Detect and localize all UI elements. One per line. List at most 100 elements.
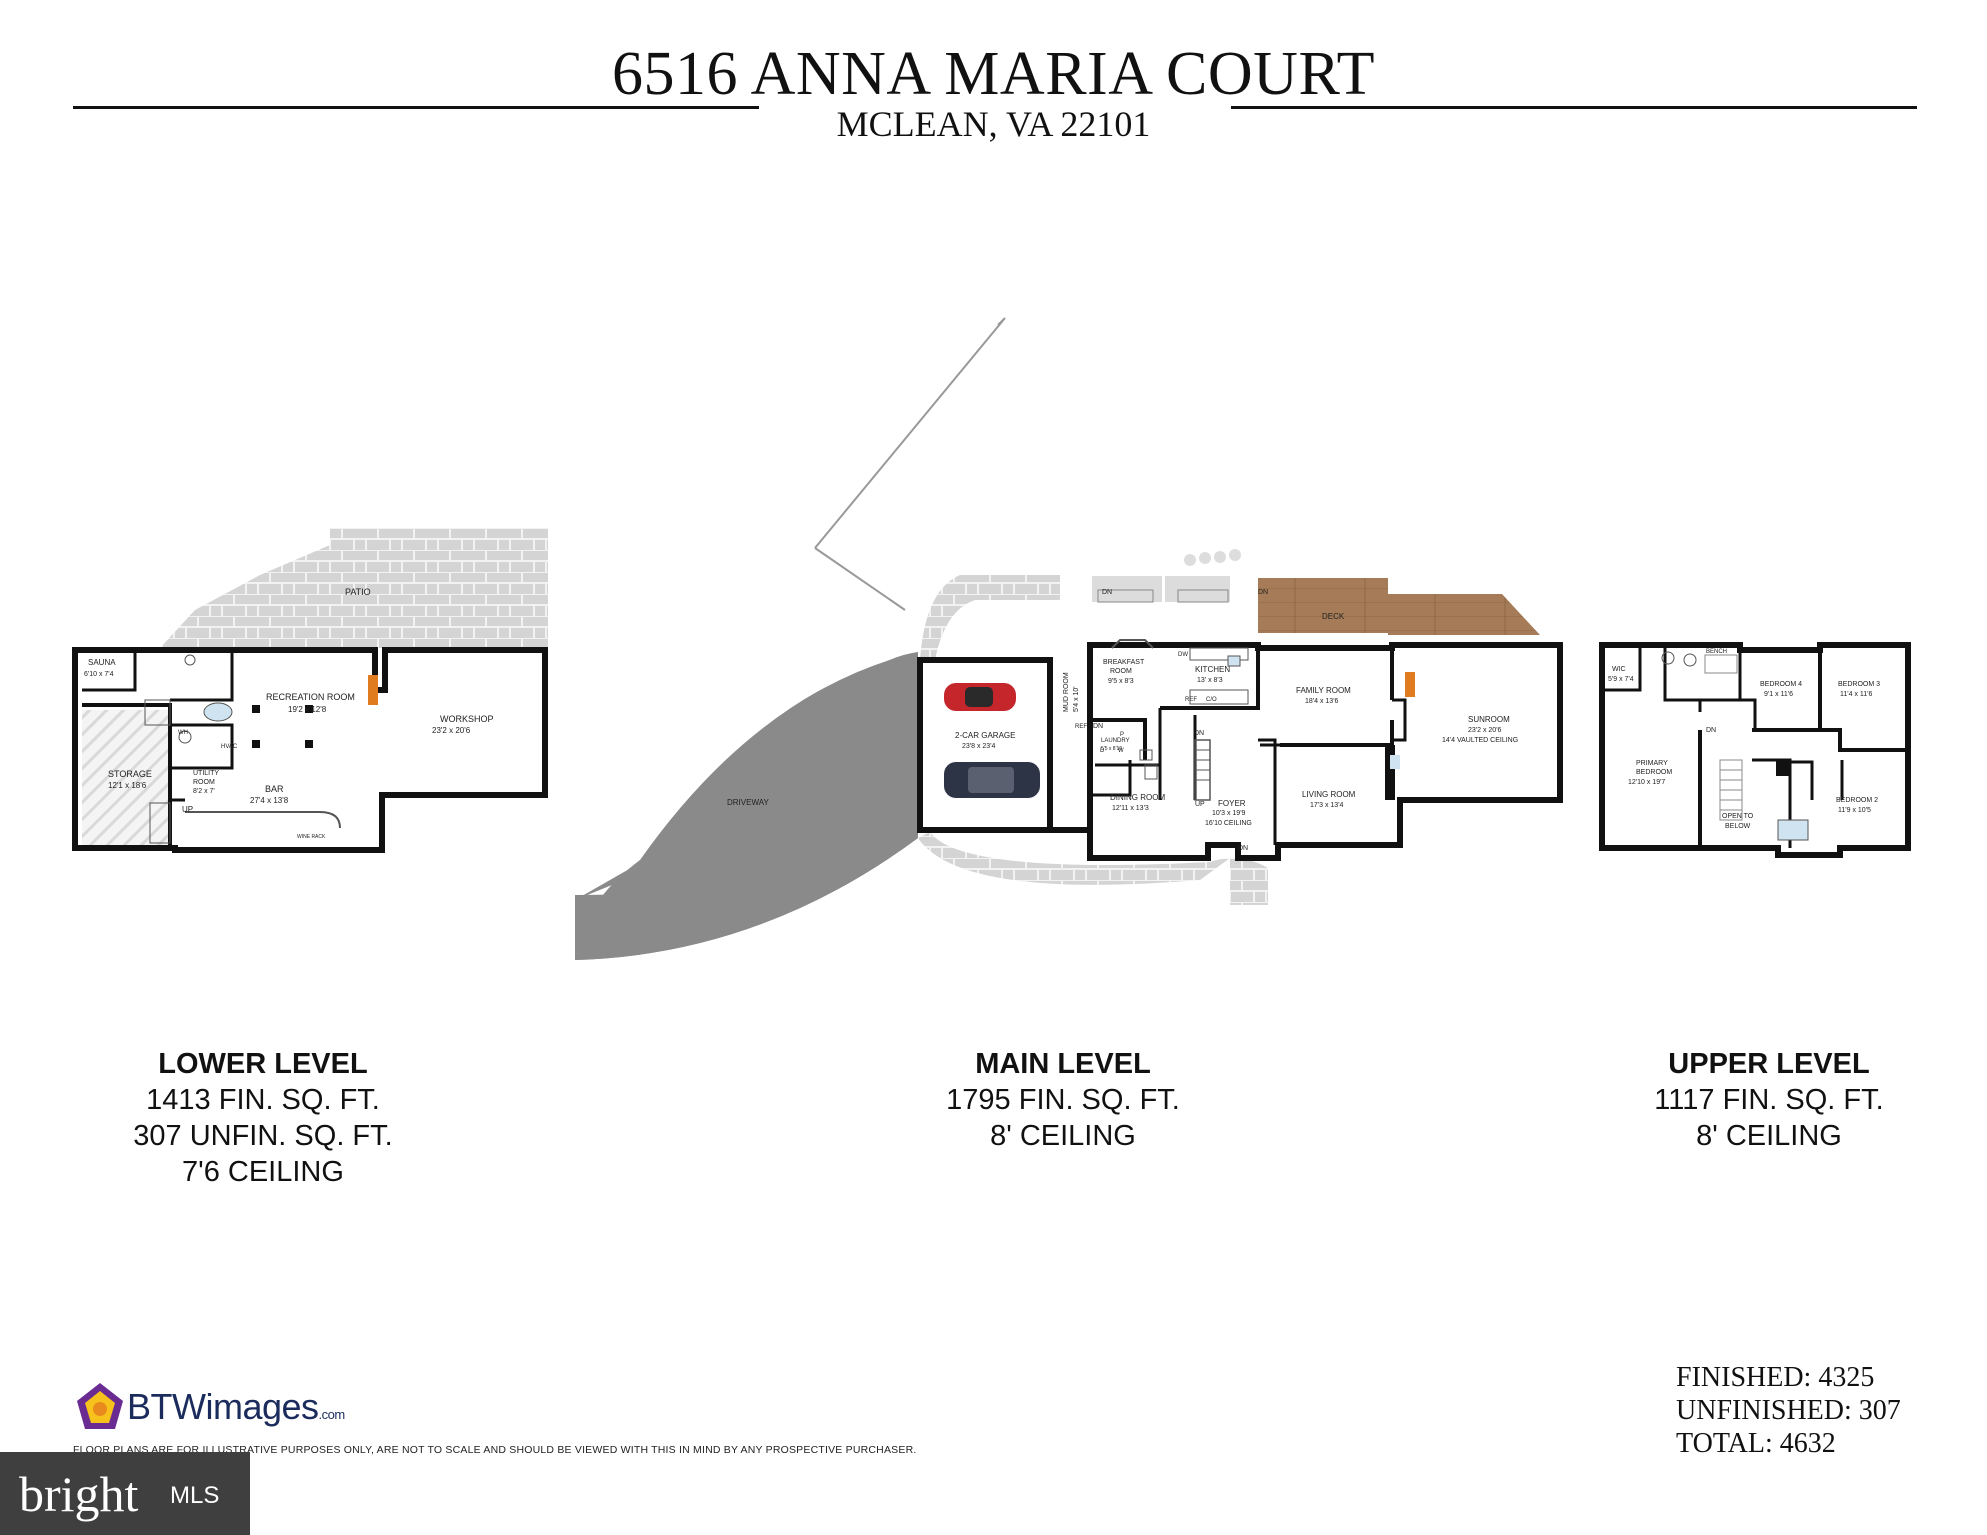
lower-level-summary: LOWER LEVEL 1413 FIN. SQ. FT. 307 UNFIN.… [110,1046,416,1190]
utility-dim: 8'2 x 7' [193,788,215,795]
sunroom-label: SUNROOM [1468,715,1510,724]
open-to-label-2: BELOW [1725,823,1751,830]
logo-wordmark: BTWimages [127,1386,319,1427]
workshop-label: WORKSHOP [440,714,494,724]
mud-room-dim: 5'4 x 10' [1073,686,1080,712]
storage-label: STORAGE [108,769,152,779]
patio [160,528,548,648]
foyer-dim: 10'3 x 19'9 [1212,810,1246,817]
mls-suffix: MLS [170,1482,220,1509]
deck [1258,578,1388,633]
bedroom-2-dim: 11'9 x 10'5 [1838,807,1871,814]
bedroom-3-label: BEDROOM 3 [1838,681,1880,688]
title-rule-right [1231,106,1917,109]
mud-ref-label: REF [1075,724,1087,730]
upper-level-plan: WIC 5'9 x 7'4 BENCH BEDROOM 4 9'1 x 11'6… [1599,642,1911,858]
bright-mls-badge: bright MLS [0,1452,250,1535]
lower-level-ceiling: 7'6 CEILING [182,1156,344,1188]
garage-label: 2-CAR GARAGE [955,731,1015,740]
kitchen-ref-label: REF [1185,697,1197,703]
bedroom-3-dim: 11'4 x 11'6 [1840,691,1872,698]
navy-car-icon [944,762,1040,798]
upper-dn-label: DN [1706,727,1716,734]
lower-level-fin: 1413 FIN. SQ. FT. [146,1084,380,1116]
main-level-heading: MAIN LEVEL [975,1048,1151,1080]
open-to-label: OPEN TO [1722,813,1754,820]
lower-level-unfin: 307 UNFIN. SQ. FT. [133,1120,393,1152]
upper-level-fin: 1117 FIN. SQ. FT. [1654,1084,1884,1116]
disclaimer: FLOOR PLANS ARE FOR ILLUSTRATIVE PURPOSE… [73,1444,917,1456]
dining-room-dim: 12'11 x 13'3 [1112,805,1149,812]
rear-dn-label: DN [1102,589,1112,596]
utility-label: UTILITY [193,770,219,777]
foyer-label: FOYER [1218,799,1246,808]
pantry-label: P [1120,732,1124,738]
square-footage-totals: FINISHED: 4325 UNFINISHED: 307 TOTAL: 46… [1676,1361,1901,1460]
dryer-label: D [1100,748,1105,754]
driveway-label: DRIVEWAY [727,798,769,807]
dw-label: DW [1178,652,1188,658]
laundry-label: LAUNDRY [1101,738,1130,744]
storage-hatch [82,710,170,848]
sauna-label: SAUNA [88,658,116,667]
grand-total: TOTAL: 4632 [1676,1428,1836,1459]
breakfast-label-2: ROOM [1110,668,1132,675]
logo-suffix: .com [318,1407,346,1422]
lower-up-label: UP [182,805,193,814]
lower-level-plan: PATIO SAUNA 6'10 x 7'4 STORAGE 12'1 x 18… [72,528,548,853]
lower-level-heading: LOWER LEVEL [158,1048,368,1080]
washer-label: W [1118,748,1124,754]
laundry-dim: 5'5 x 8'10 [1101,746,1122,752]
mud-dn-label: DN [1093,723,1103,730]
kitchen-label: KITCHEN [1195,665,1230,674]
bedroom-4-dim: 9'1 x 11'6 [1764,691,1793,698]
sauna-dim: 6'10 x 7'4 [84,671,114,678]
utility-label-2: ROOM [193,779,215,786]
family-room-dim: 18'4 x 13'6 [1305,698,1339,705]
primary-bedroom-dim: 12'10 x 19'7 [1628,779,1665,786]
primary-bedroom-label-2: BEDROOM [1636,769,1672,776]
dining-room-label: DINING ROOM [1110,793,1165,802]
bench-label: BENCH [1706,649,1727,655]
unfinished-total: UNFINISHED: 307 [1676,1395,1901,1426]
bar-label: BAR [265,784,284,794]
bedroom-4-label: BEDROOM 4 [1760,681,1802,688]
red-car-icon [944,683,1016,711]
main-level-summary: MAIN LEVEL 1795 FIN. SQ. FT. 8' CEILING [910,1046,1216,1154]
access-lines [814,317,1006,611]
rear-walk [920,575,1060,660]
page-title: 6516 ANNA MARIA COURT [612,40,1375,108]
sunroom-ceiling: 14'4 VAULTED CEILING [1442,737,1518,744]
family-room-label: FAMILY ROOM [1296,686,1351,695]
finished-total: FINISHED: 4325 [1676,1362,1875,1393]
main-level-plan: DRIVEWAY 2-CAR GARAGE 23'8 x 23'4 MUD RO… [575,317,1563,960]
bedroom-2-label: BEDROOM 2 [1836,797,1878,804]
living-room-label: LIVING ROOM [1302,790,1356,799]
main-level-fin: 1795 FIN. SQ. FT. [946,1084,1180,1116]
wic-dim: 5'9 x 7'4 [1608,676,1634,683]
main-level-ceiling: 8' CEILING [990,1120,1136,1152]
deck-label: DECK [1322,612,1345,621]
foyer-ceiling: 16'10 CEILING [1205,820,1252,827]
living-room-dim: 17'3 x 13'4 [1310,802,1344,809]
deck-dn-label: DN [1258,589,1268,596]
kitchen-dim: 13' x 8'3 [1197,677,1223,684]
upper-level-ceiling: 8' CEILING [1696,1120,1842,1152]
wh-label: WH [178,730,188,736]
wine-rack-label: WINE RACK [297,834,326,840]
breakfast-dim: 9'5 x 8'3 [1108,678,1134,685]
primary-bedroom-label: PRIMARY [1636,760,1668,767]
front-dn-label: DN [1238,845,1248,852]
foyer-up-label: UP [1195,801,1205,808]
workshop-dim: 23'2 x 20'6 [432,726,471,735]
cooktop-label: C/O [1206,697,1217,703]
hvac-label: HVAC [221,744,238,750]
wic-label: WIC [1612,666,1626,673]
garage-dim: 23'8 x 23'4 [962,743,996,750]
patio-label: PATIO [345,587,371,597]
btwimages-logo-icon [77,1383,123,1429]
breakfast-label: BREAKFAST [1103,659,1145,666]
rec-room-label: RECREATION ROOM [266,692,355,702]
mud-room-label: MUD ROOM [1063,672,1070,712]
